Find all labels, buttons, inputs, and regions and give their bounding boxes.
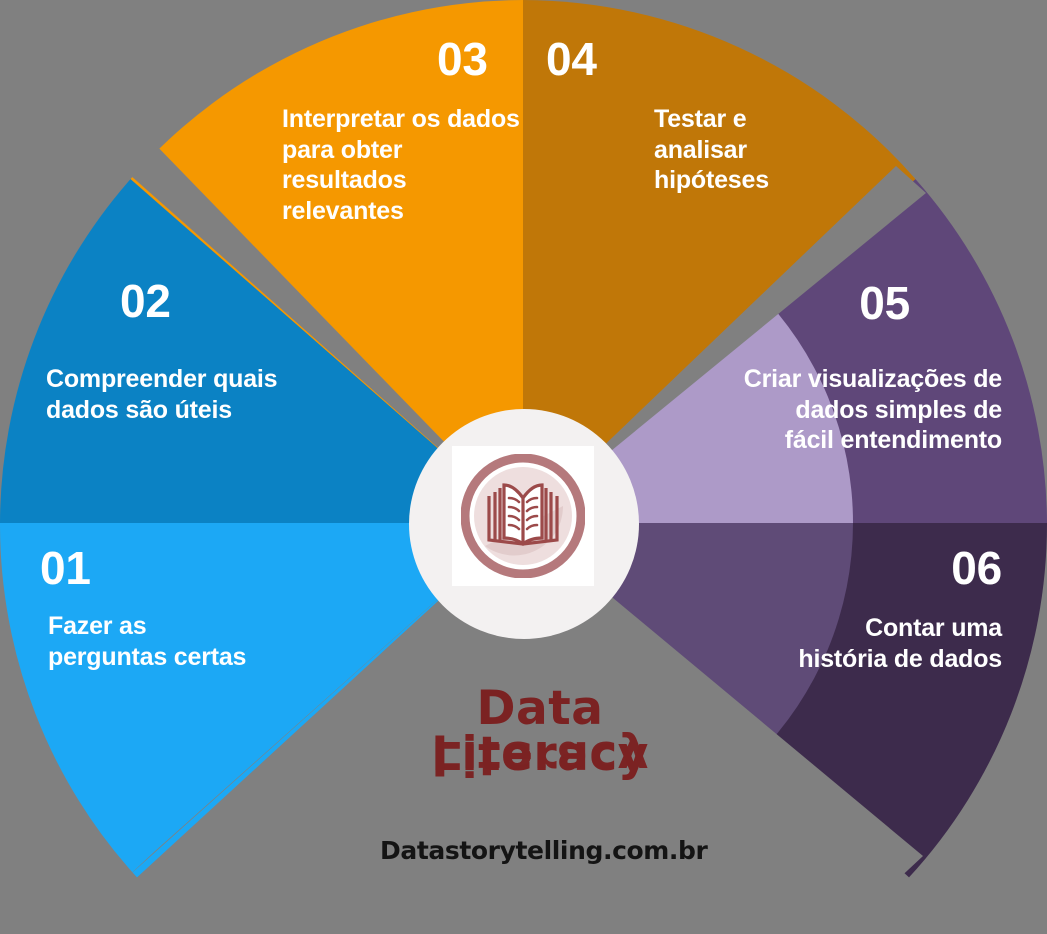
open-book-icon bbox=[461, 454, 585, 578]
segment-02-label: Compreender quais dados são úteis bbox=[46, 365, 278, 424]
sector-gaps bbox=[121, 140, 926, 884]
segment-04-number: 04 bbox=[546, 33, 597, 85]
segment-01-text: 01 Fazer as perguntas certas bbox=[40, 545, 270, 672]
segment-02-number: 02 bbox=[120, 275, 171, 327]
wordmark: Data Literacy Literacy Datastorytelling.… bbox=[380, 681, 708, 866]
segment-05-label: Criar visualizações de dados simples de … bbox=[743, 365, 1002, 454]
sector-05[interactable] bbox=[523, 179, 1047, 523]
segment-01-number: 01 bbox=[40, 542, 91, 594]
segment-06-number: 06 bbox=[951, 542, 1002, 594]
sector-06[interactable] bbox=[523, 523, 1047, 878]
segment-06-text: 06 Contar uma história de dados bbox=[782, 545, 1002, 674]
segment-02-text: 02 Compreender quais dados são úteis bbox=[38, 278, 288, 425]
segment-05-number: 05 bbox=[859, 277, 910, 329]
segment-04-label: Testar e analisar hipóteses bbox=[654, 105, 769, 194]
segment-03-label: Interpretar os dados para obter resultad… bbox=[282, 105, 520, 225]
segment-04-text: 04 Testar e analisar hipóteses bbox=[546, 36, 786, 196]
sector-01[interactable] bbox=[0, 523, 523, 878]
segment-03-number: 03 bbox=[437, 33, 488, 85]
segment-03-text: 03 Interpretar os dados para obter resul… bbox=[282, 36, 530, 226]
wordmark-reflection: Literacy bbox=[431, 730, 649, 786]
segment-01-label: Fazer as perguntas certas bbox=[48, 612, 247, 671]
sector-04[interactable] bbox=[523, 0, 916, 523]
segment-06-label: Contar uma história de dados bbox=[798, 614, 1002, 673]
wordmark-url: Datastorytelling.com.br bbox=[380, 836, 708, 866]
center-logo-plate bbox=[452, 446, 594, 586]
sector-03[interactable] bbox=[130, 0, 524, 523]
wordmark-line-1: Data bbox=[476, 681, 604, 736]
segment-05-text: 05 Criar visualizações de dados simples … bbox=[740, 280, 1002, 456]
wordmark-line-2: Literacy bbox=[431, 727, 649, 783]
sector-02[interactable] bbox=[0, 179, 523, 523]
